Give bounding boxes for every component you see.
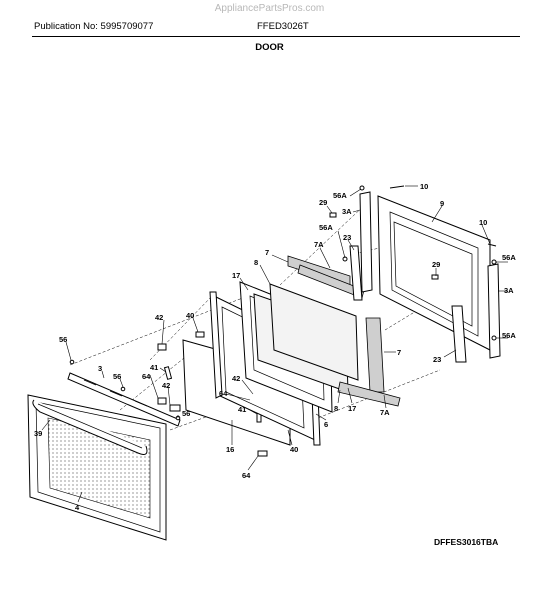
door-hinges — [349, 245, 467, 363]
callout-56-left: 56 — [59, 335, 67, 344]
callout-42-top: 42 — [155, 313, 163, 322]
callout-3A-top: 3A — [342, 207, 352, 216]
side-rails — [359, 191, 501, 359]
callout-64-left: 64 — [142, 372, 151, 381]
callout-23-top: 23 — [343, 233, 351, 242]
callout-42-low: 42 — [232, 374, 240, 383]
callout-64-low: 64 — [242, 471, 251, 480]
callout-41-top: 41 — [150, 363, 158, 372]
callout-56A-right: 56A — [502, 253, 516, 262]
callout-56A-top: 56A — [333, 191, 347, 200]
section-title: DOOR — [255, 42, 284, 53]
callout-16: 16 — [226, 445, 234, 454]
callout-29-top: 29 — [319, 198, 327, 207]
publication-number: Publication No: 5995709077 — [34, 21, 154, 32]
callout-10-top: 10 — [420, 182, 428, 191]
callout-10-right: 10 — [479, 218, 487, 227]
leader-lines — [41, 185, 508, 503]
callout-3A-right: 3A — [504, 286, 514, 295]
callout-6: 6 — [324, 420, 328, 429]
callout-40-low: 40 — [290, 445, 298, 454]
callout-56-mid: 56 — [113, 372, 121, 381]
callout-8-top: 8 — [254, 258, 258, 267]
callout-40-top: 40 — [186, 311, 194, 320]
callout-64-mid: 64 — [219, 389, 228, 398]
callout-17-top: 17 — [232, 271, 240, 280]
callout-9: 9 — [440, 199, 444, 208]
watermark: AppliancePartsPros.com — [214, 3, 325, 14]
callout-7A-low: 7A — [380, 408, 390, 417]
header-rule — [32, 36, 520, 37]
callout-labels: 56A 10 29 3A 9 56A 23 7 7A 10 56A 29 3A … — [34, 182, 516, 512]
callout-8-low: 8 — [334, 404, 338, 413]
callout-3: 3 — [98, 364, 102, 373]
callout-56-right: 56 — [182, 409, 190, 418]
door-handle — [32, 399, 148, 455]
callout-56A-left: 56A — [319, 223, 333, 232]
callout-4: 4 — [75, 503, 80, 512]
callout-39: 39 — [34, 429, 42, 438]
callout-56A-low: 56A — [502, 331, 516, 340]
callout-42-mid: 42 — [162, 381, 170, 390]
top-door-trim — [67, 372, 181, 427]
callout-41-low: 41 — [238, 405, 246, 414]
callout-29-right: 29 — [432, 260, 440, 269]
callout-23-low: 23 — [433, 355, 441, 364]
callout-7-top: 7 — [265, 248, 269, 257]
callout-7-right: 7 — [397, 348, 401, 357]
outer-door-panel — [27, 394, 167, 541]
callout-7A-top: 7A — [314, 240, 324, 249]
callout-17-low: 17 — [348, 404, 356, 413]
model-number: FFED3026T — [257, 21, 309, 32]
diagram-code: DFFES3016TBA — [434, 537, 499, 547]
